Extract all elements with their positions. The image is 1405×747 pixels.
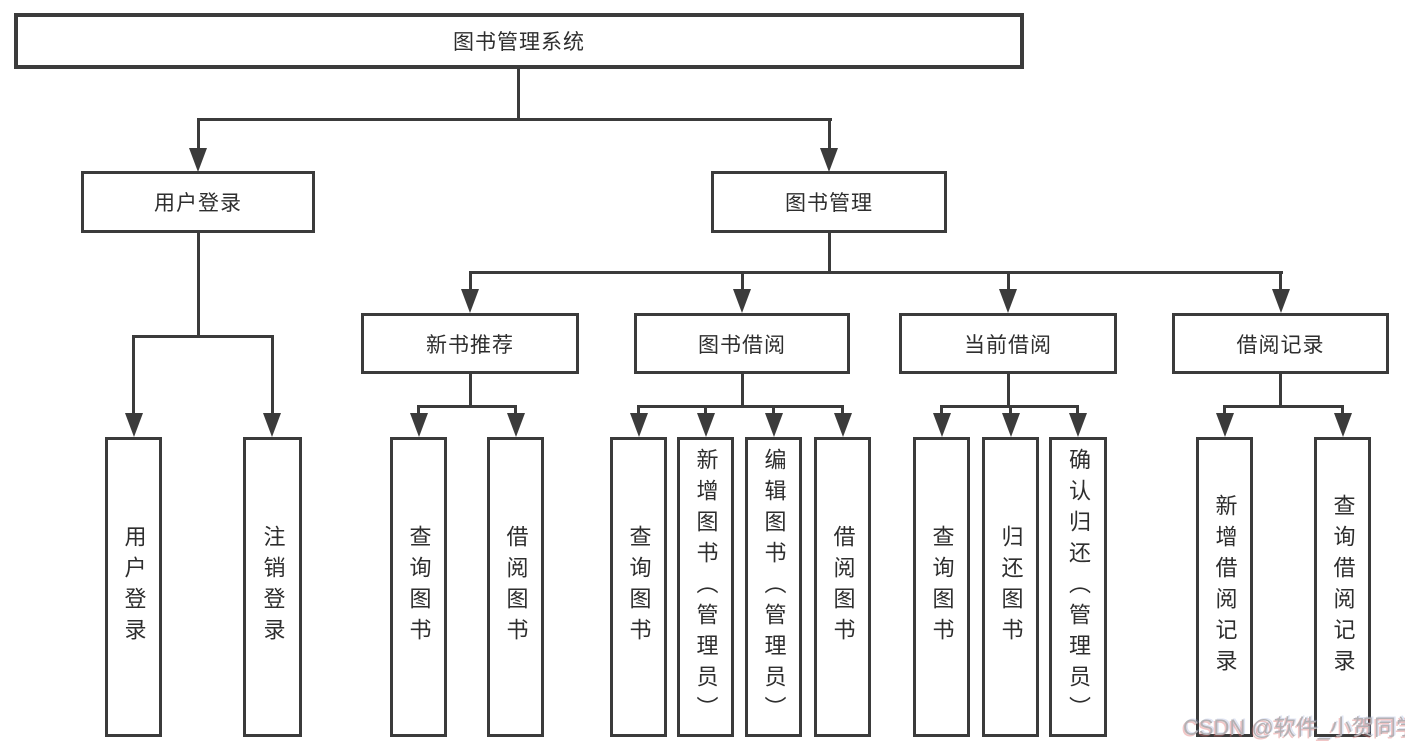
node-leaf-query-books-recommend: 查询图书 [390, 437, 447, 737]
node-leaf-return-book: 归还图书 [982, 437, 1039, 737]
leaf-label: 借阅图书 [503, 525, 529, 649]
node-root-label: 图书管理系统 [453, 31, 585, 54]
connector-stem [469, 374, 472, 408]
connector-drop [741, 271, 744, 291]
connector-drop [704, 405, 707, 417]
connector-branch [469, 271, 1283, 274]
connector-branch [637, 405, 843, 408]
node-user-login-label: 用户登录 [154, 192, 242, 215]
node-book-management: 图书管理 [711, 171, 947, 233]
leaf-label: 注销登录 [260, 525, 286, 649]
leaf-label: 查询借阅记录 [1330, 494, 1356, 680]
connector-branch [132, 335, 274, 338]
connector-drop [417, 405, 420, 417]
node-leaf-logout: 注销登录 [243, 437, 302, 737]
connector-drop [1223, 405, 1226, 417]
connector-branch [197, 118, 832, 121]
arrow-down-icon [461, 289, 479, 313]
arrow-down-icon [733, 289, 751, 313]
arrow-down-icon [1216, 413, 1234, 437]
arrow-down-icon [1272, 289, 1290, 313]
node-new-book-recommend-label: 新书推荐 [426, 333, 514, 357]
connector-drop [132, 335, 135, 415]
arrow-down-icon [765, 413, 783, 437]
node-leaf-add-book-admin: 新增图书（管理员） [677, 437, 734, 737]
connector-drop [940, 405, 943, 417]
connector-stem [828, 233, 831, 274]
leaf-label: 查询图书 [929, 525, 955, 649]
node-leaf-add-borrow-record: 新增借阅记录 [1196, 437, 1253, 737]
node-current-borrow: 当前借阅 [899, 313, 1117, 374]
connector-drop [469, 271, 472, 291]
connector-branch [417, 405, 517, 408]
connector-drop [514, 405, 517, 417]
leaf-label: 借阅图书 [830, 525, 856, 649]
arrow-down-icon [507, 413, 525, 437]
leaf-label: 归还图书 [998, 525, 1024, 649]
connector-stem [197, 233, 200, 338]
connector-stem [1279, 374, 1282, 408]
node-leaf-borrow-books-recommend: 借阅图书 [487, 437, 544, 737]
node-current-borrow-label: 当前借阅 [964, 333, 1052, 357]
connector-branch [1223, 405, 1343, 408]
connector-drop [1279, 271, 1282, 291]
arrow-down-icon [820, 148, 838, 172]
arrow-down-icon [1002, 413, 1020, 437]
node-borrow-records: 借阅记录 [1172, 313, 1389, 374]
node-leaf-confirm-return-admin: 确认归还（管理员） [1049, 437, 1107, 737]
connector-drop [841, 405, 844, 417]
connector-drop [1341, 405, 1344, 417]
connector-drop [1076, 405, 1079, 417]
connector-drop [828, 118, 831, 151]
arrow-down-icon [999, 289, 1017, 313]
node-borrow-records-label: 借阅记录 [1236, 333, 1325, 357]
leaf-label: 用户登录 [121, 525, 147, 649]
node-leaf-borrow-books: 借阅图书 [814, 437, 871, 737]
connector-drop [637, 405, 640, 417]
node-leaf-query-borrow-record: 查询借阅记录 [1314, 437, 1371, 737]
leaf-label: 新增图书（管理员） [693, 447, 719, 727]
leaf-label: 编辑图书（管理员） [761, 447, 787, 727]
node-leaf-query-books-borrow: 查询图书 [610, 437, 667, 737]
node-leaf-query-books-current: 查询图书 [913, 437, 970, 737]
arrow-down-icon [1069, 413, 1087, 437]
arrow-down-icon [933, 413, 951, 437]
connector-stem [741, 374, 744, 408]
arrow-down-icon [410, 413, 428, 437]
node-leaf-user-login: 用户登录 [105, 437, 162, 737]
connector-stem [517, 69, 520, 121]
arrow-down-icon [1334, 413, 1352, 437]
arrow-down-icon [834, 413, 852, 437]
leaf-label: 确认归还（管理员） [1066, 447, 1091, 727]
connector-drop [271, 335, 274, 415]
connector-drop [1007, 271, 1010, 291]
arrow-down-icon [697, 413, 715, 437]
csdn-watermark: CSDN @软件_小贺同学 [1183, 715, 1405, 740]
arrow-down-icon [263, 413, 281, 437]
node-book-borrow: 图书借阅 [634, 313, 850, 374]
node-book-borrow-label: 图书借阅 [698, 333, 786, 357]
leaf-label: 新增借阅记录 [1212, 494, 1238, 680]
connector-drop [772, 405, 775, 417]
node-user-login: 用户登录 [81, 171, 315, 233]
arrow-down-icon [189, 148, 207, 172]
connector-drop [1009, 405, 1012, 417]
node-book-management-label: 图书管理 [785, 192, 873, 215]
arrow-down-icon [630, 413, 648, 437]
connector-stem [1007, 374, 1010, 408]
connector-drop [197, 118, 200, 151]
node-new-book-recommend: 新书推荐 [361, 313, 579, 374]
leaf-label: 查询图书 [406, 525, 432, 649]
node-leaf-edit-book-admin: 编辑图书（管理员） [745, 437, 802, 737]
node-root: 图书管理系统 [14, 13, 1024, 69]
arrow-down-icon [125, 413, 143, 437]
leaf-label: 查询图书 [626, 525, 652, 649]
